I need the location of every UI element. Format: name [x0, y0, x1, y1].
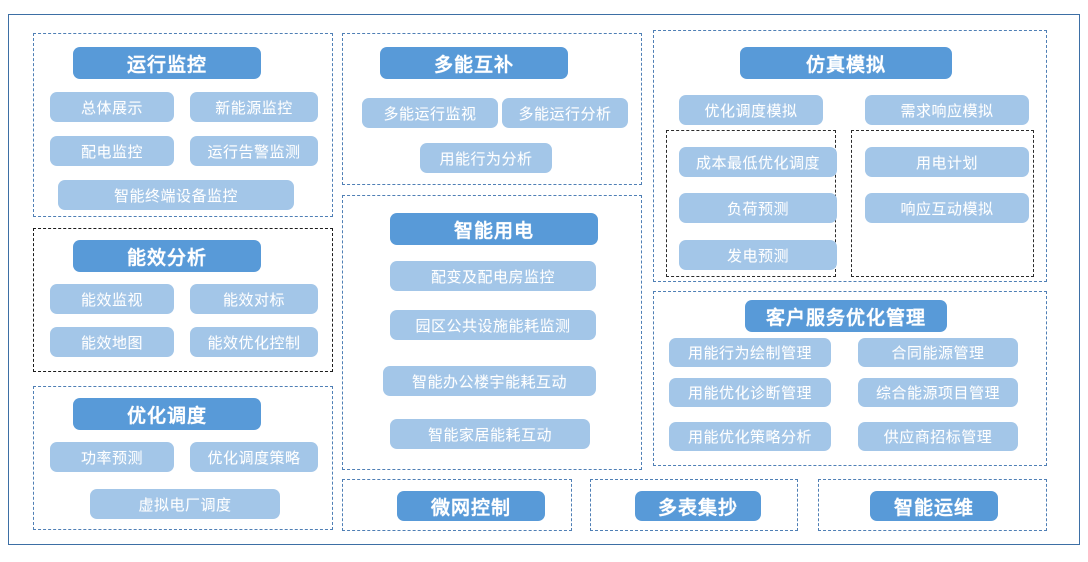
chip-hetong-nengyuan-guanli[interactable]: 合同能源管理	[858, 338, 1018, 367]
group-nengxiao-fenxi[interactable]	[33, 228, 333, 372]
chip-duoneng-yunxing-fenxi[interactable]: 多能运行分析	[502, 98, 628, 128]
group-header-zhineng-yongdian[interactable]: 智能用电	[390, 213, 598, 245]
chip-nengxiao-duibiao[interactable]: 能效对标	[190, 284, 318, 314]
subgroup-fangzhen-right[interactable]	[851, 130, 1034, 277]
group-youhua-diaodu[interactable]	[33, 386, 333, 530]
chip-nengxiao-youhua-kongzhi[interactable]: 能效优化控制	[190, 327, 318, 357]
chip-yunxing-gaojing-jiance[interactable]: 运行告警监测	[190, 136, 318, 166]
chip-gongyingshang-zhaobiao-guanli[interactable]: 供应商招标管理	[858, 422, 1018, 451]
group-header-nengxiao-fenxi[interactable]: 能效分析	[73, 240, 261, 272]
group-zhineng-yongdian[interactable]	[342, 195, 642, 470]
group-duoneng-hubu[interactable]	[342, 33, 642, 185]
chip-nengxiao-ditu[interactable]: 能效地图	[50, 327, 174, 357]
group-header-weiwang-kongzhi[interactable]: 微网控制	[397, 491, 545, 521]
chip-yongneng-xingwei-huizhi-guanli[interactable]: 用能行为绘制管理	[669, 338, 831, 367]
group-yunxing-jiankong[interactable]	[33, 33, 333, 217]
group-header-yunxing-jiankong[interactable]: 运行监控	[73, 47, 261, 79]
group-fangzhen-moni[interactable]	[653, 30, 1047, 282]
group-header-fangzhen-moni[interactable]: 仿真模拟	[740, 47, 952, 79]
chip-peidian-jiankong[interactable]: 配电监控	[50, 136, 174, 166]
chip-xinnengyuan-jiankong[interactable]: 新能源监控	[190, 92, 318, 122]
group-kehu-fuwu[interactable]	[653, 291, 1047, 466]
chip-yongdian-jihua[interactable]: 用电计划	[865, 147, 1029, 177]
outer-frame	[8, 14, 1080, 545]
group-zhineng-yunwei[interactable]	[818, 479, 1047, 531]
chip-duoneng-yunxing-jianshi[interactable]: 多能运行监视	[362, 98, 498, 128]
chip-youhua-diaodu-moni[interactable]: 优化调度模拟	[679, 95, 823, 125]
chip-zhineng-bangong-louyu-nenghao-hudong[interactable]: 智能办公楼宇能耗互动	[383, 366, 596, 396]
chip-xuqiu-xiangying-moni[interactable]: 需求响应模拟	[865, 95, 1029, 125]
chip-fuhe-yuce[interactable]: 负荷预测	[679, 193, 837, 223]
chip-nengxiao-jianshi[interactable]: 能效监视	[50, 284, 174, 314]
chip-yongneng-xingwei-fenxi[interactable]: 用能行为分析	[420, 143, 552, 173]
group-header-duobiao-jichao[interactable]: 多表集抄	[635, 491, 761, 521]
group-header-kehu-fuwu[interactable]: 客户服务优化管理	[745, 300, 947, 332]
group-weiwang-kongzhi[interactable]	[342, 479, 572, 531]
chip-xuni-dianchang-diaodu[interactable]: 虚拟电厂调度	[90, 489, 280, 519]
group-header-duoneng-hubu[interactable]: 多能互补	[380, 47, 568, 79]
chip-peibian-ji-peidianfang-jiankong[interactable]: 配变及配电房监控	[390, 261, 596, 291]
chip-yuanqu-gonggong-sheshi-nenghao-jiance[interactable]: 园区公共设施能耗监测	[390, 310, 596, 340]
chip-yongneng-youhua-zhenduan-guanli[interactable]: 用能优化诊断管理	[669, 378, 831, 407]
chip-youhua-diaodu-celve[interactable]: 优化调度策略	[190, 442, 318, 472]
group-header-zhineng-yunwei[interactable]: 智能运维	[870, 491, 998, 521]
chip-fadian-yuce[interactable]: 发电预测	[679, 240, 837, 270]
chip-zonghe-nengyuan-xiangmu-guanli[interactable]: 综合能源项目管理	[858, 378, 1018, 407]
chip-yongneng-youhua-celve-fenxi[interactable]: 用能优化策略分析	[669, 422, 831, 451]
chip-zhineng-jiaju-nenghao-hudong[interactable]: 智能家居能耗互动	[390, 419, 590, 449]
group-duobiao-jichao[interactable]	[590, 479, 798, 531]
chip-chengben-zuidi-youhua-diaodu[interactable]: 成本最低优化调度	[679, 147, 837, 177]
chip-gonglv-yuce[interactable]: 功率预测	[50, 442, 174, 472]
chip-zhineng-zhongduan-shebei-jiankong[interactable]: 智能终端设备监控	[58, 180, 294, 210]
chip-xiangying-hudong-moni[interactable]: 响应互动模拟	[865, 193, 1029, 223]
chip-zongti-zhanshi[interactable]: 总体展示	[50, 92, 174, 122]
group-header-youhua-diaodu[interactable]: 优化调度	[73, 398, 261, 430]
